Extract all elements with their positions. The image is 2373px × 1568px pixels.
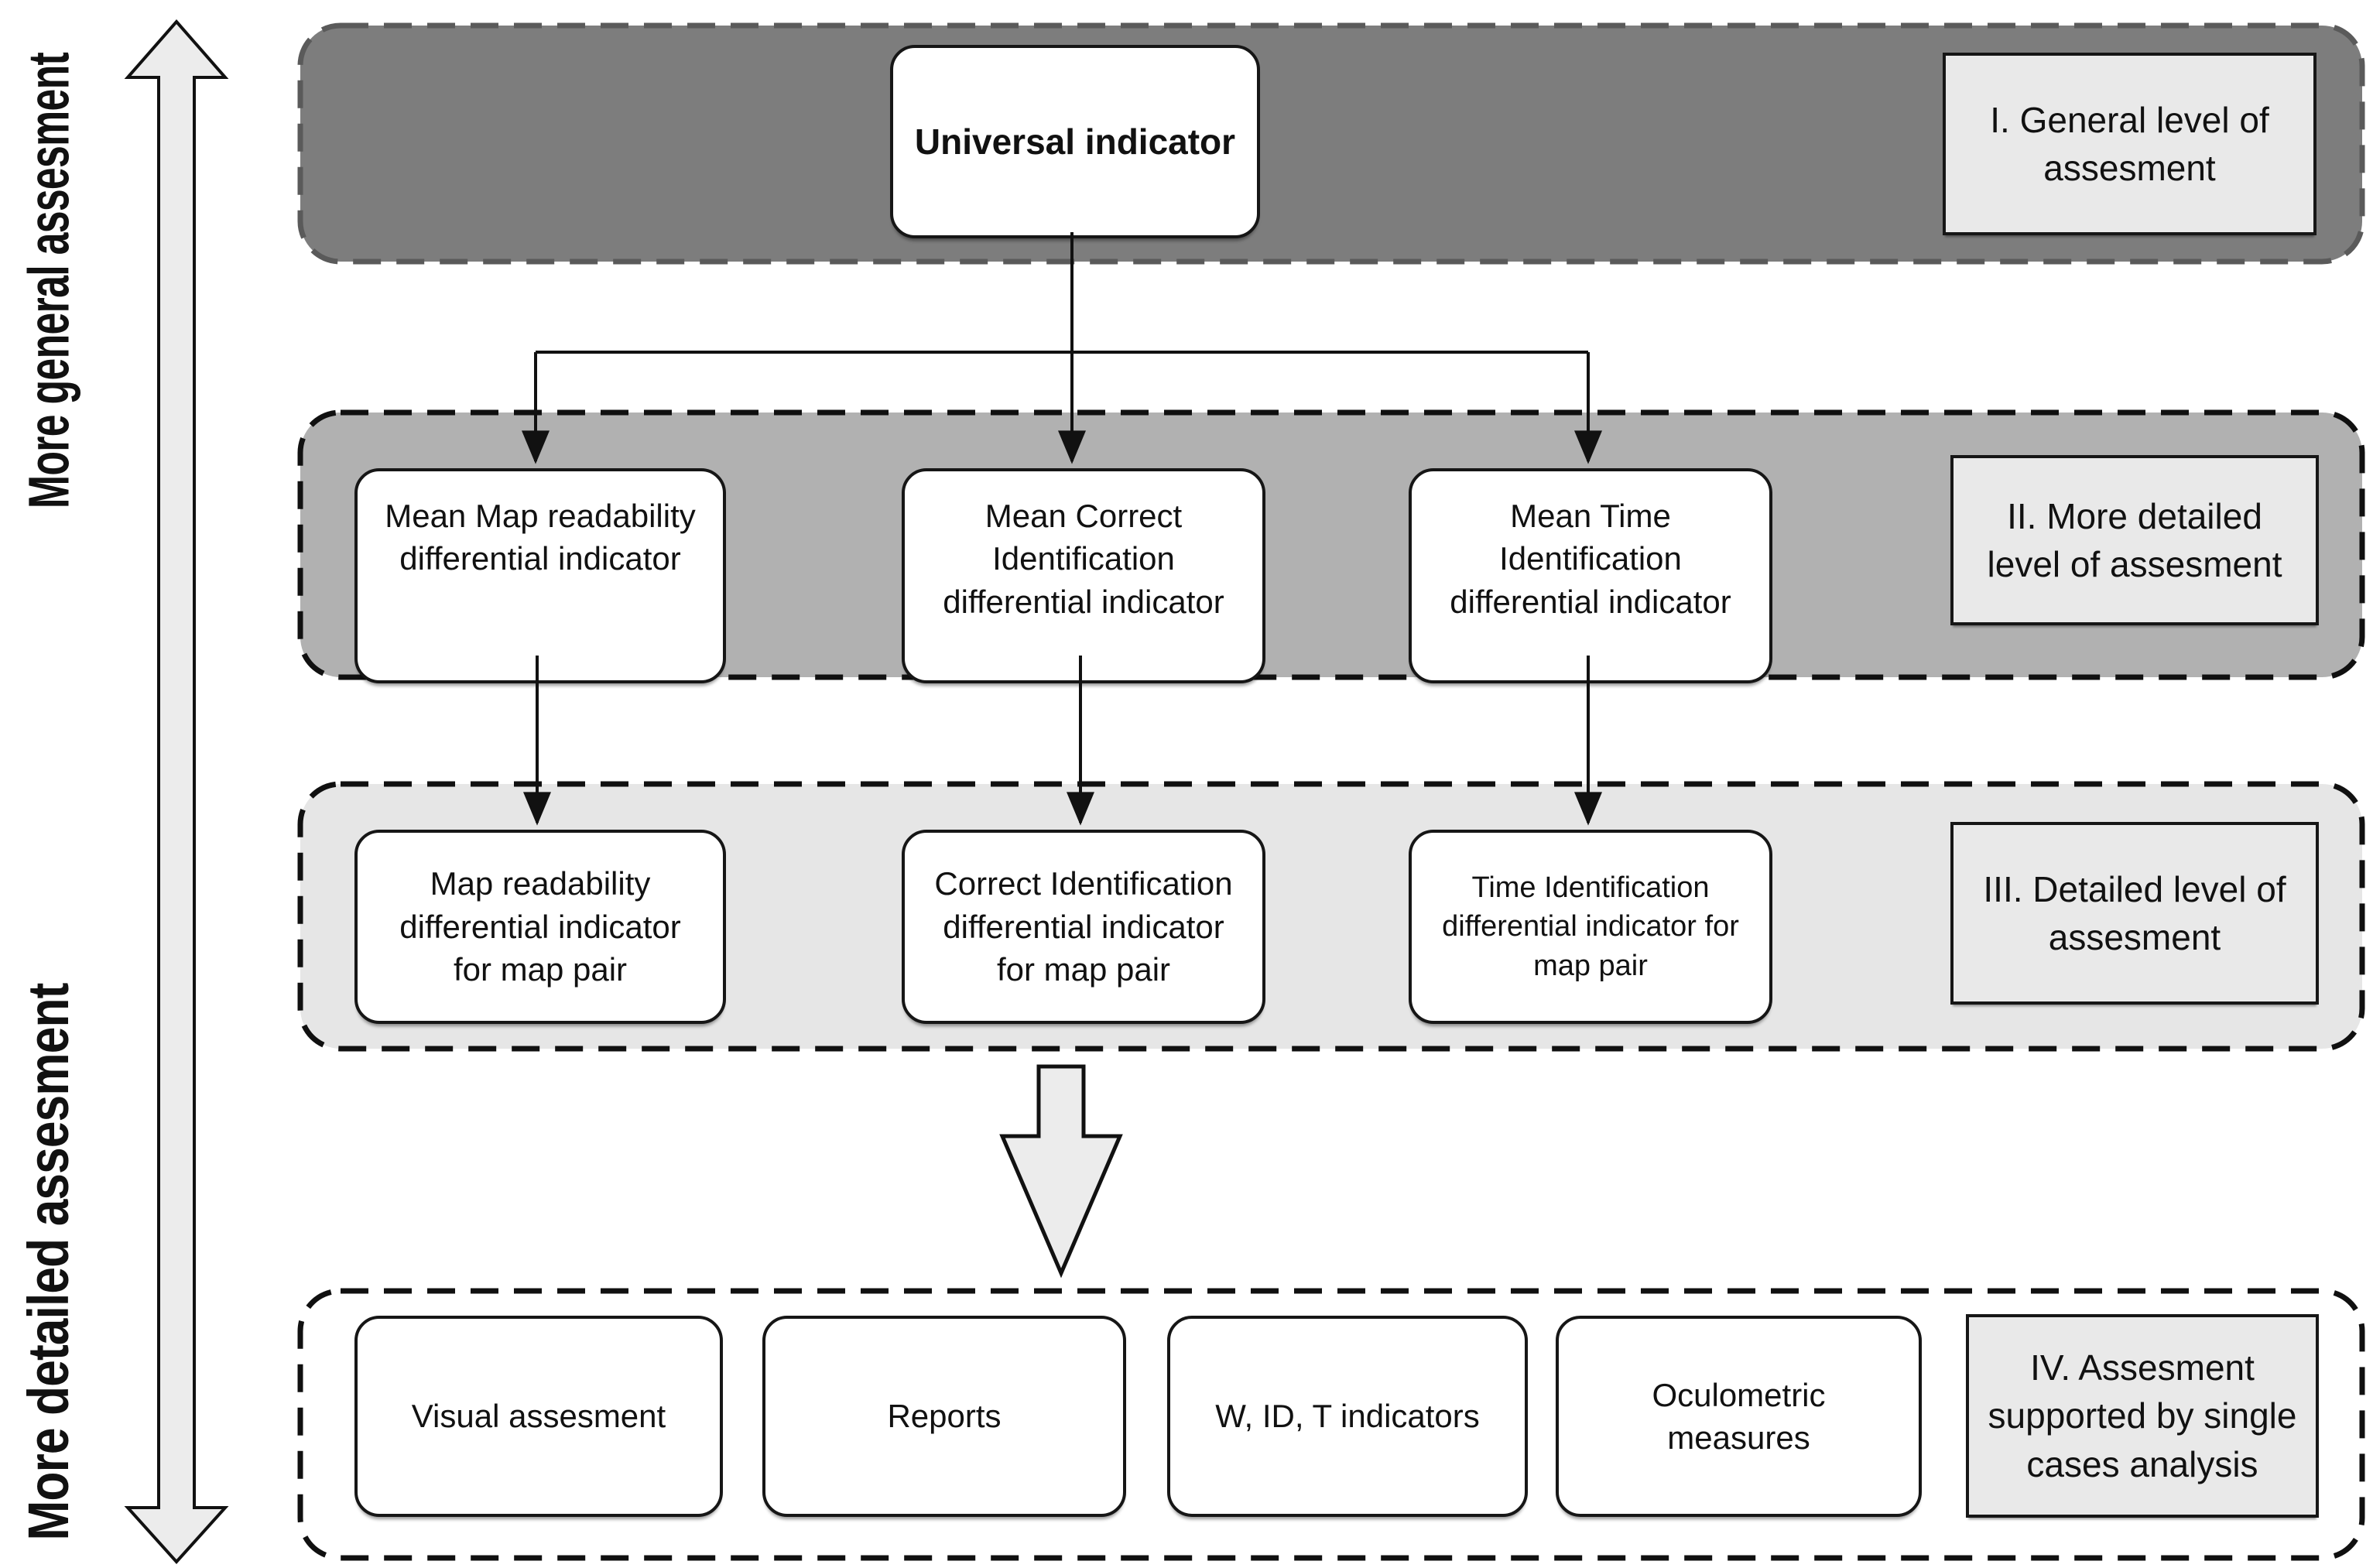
axis-label-detailed: More detailed assesment	[0, 964, 97, 1559]
node-mean-correct-identification: Mean Correct Identification differential…	[902, 468, 1265, 683]
node-mean-map-readability-text: Mean Map readability differential indica…	[385, 498, 696, 577]
node-mean-time-identification-text: Mean Time Identification differential in…	[1450, 498, 1731, 620]
band-label-level-1: I. General level of assesment	[1943, 53, 2316, 235]
node-oculometric-measures-text: Oculometric measures	[1652, 1376, 1826, 1456]
band-level-1	[297, 22, 2365, 265]
node-reports-text: Reports	[887, 1398, 1002, 1435]
band-level-3	[297, 781, 2365, 1052]
node-reports: Reports	[762, 1316, 1126, 1517]
node-mean-time-identification: Mean Time Identification differential in…	[1409, 468, 1772, 683]
node-w-id-t-indicators: W, ID, T indicators	[1167, 1316, 1528, 1517]
node-w-id-t-indicators-text: W, ID, T indicators	[1215, 1398, 1480, 1435]
band-label-level-1-text: I. General level of assesment	[1990, 99, 2269, 188]
node-correct-identification-pair: Correct Identification differential indi…	[902, 830, 1265, 1024]
band-label-level-4-text: IV. Assesment supported by single cases …	[1988, 1347, 2297, 1484]
node-oculometric-measures: Oculometric measures	[1556, 1316, 1922, 1517]
node-visual-assesment-text: Visual assesment	[411, 1398, 666, 1435]
node-universal-indicator-text: Universal indicator	[914, 121, 1236, 162]
band-label-level-2: II. More detailed level of assesment	[1950, 455, 2319, 625]
axis-label-detailed-text: More detailed assesment	[16, 983, 80, 1540]
node-mean-correct-identification-text: Mean Correct Identification differential…	[943, 498, 1224, 620]
node-universal-indicator: Universal indicator	[890, 45, 1260, 238]
node-time-identification-pair: Time Identification differential indicat…	[1409, 830, 1772, 1024]
node-map-readability-pair-text: Map readability differential indicator f…	[399, 865, 681, 988]
axis-label-general-text: More general assesment	[16, 52, 80, 509]
node-time-identification-pair-text: Time Identification differential indicat…	[1442, 871, 1739, 982]
node-visual-assesment: Visual assesment	[354, 1316, 723, 1517]
node-mean-map-readability: Mean Map readability differential indica…	[354, 468, 726, 683]
band-label-level-4: IV. Assesment supported by single cases …	[1966, 1314, 2319, 1518]
band-level-2	[297, 409, 2365, 680]
band-label-level-3: III. Detailed level of assesment	[1950, 822, 2319, 1005]
axis-label-general: More general assesment	[0, 27, 97, 534]
band-label-level-3-text: III. Detailed level of assesment	[1983, 868, 2286, 957]
node-map-readability-pair: Map readability differential indicator f…	[354, 830, 726, 1024]
band-label-level-2-text: II. More detailed level of assesment	[1987, 495, 2282, 584]
node-correct-identification-pair-text: Correct Identification differential indi…	[934, 865, 1233, 988]
